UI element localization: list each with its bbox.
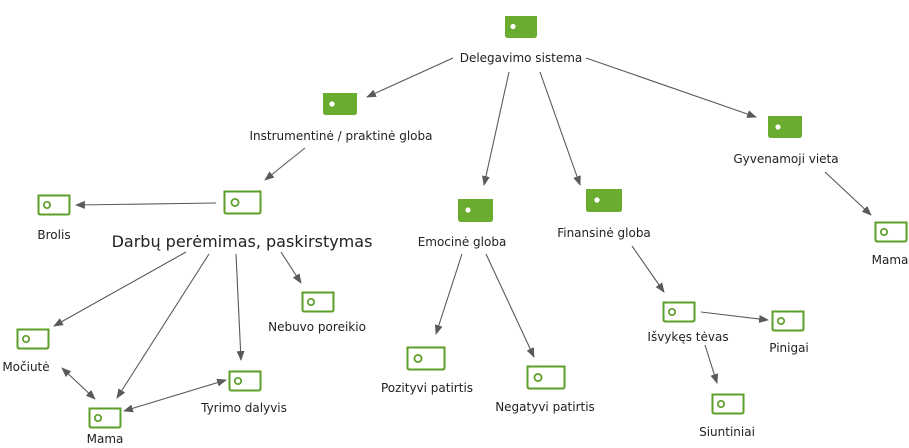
node-label: Mama <box>87 432 124 446</box>
code-dot <box>329 101 335 107</box>
edge-darbu-to-mociute <box>53 251 187 327</box>
code-dot <box>465 207 471 213</box>
node-label: Pinigai <box>769 341 809 355</box>
node-mociute[interactable]: Močiutė <box>2 328 50 375</box>
node-siuntiniai[interactable]: Siuntiniai <box>699 393 755 440</box>
node-instrumentine-globa[interactable]: Instrumentinė / praktinė globa <box>250 93 433 143</box>
outline-code-icon <box>37 194 71 216</box>
edge-isvykes-to-siuntiniai <box>704 344 719 384</box>
code-ring <box>667 307 677 317</box>
node-emocine-globa[interactable]: Emocinė globa <box>418 199 507 249</box>
code-ring <box>879 227 889 237</box>
edge-delegavimo-sistema-to-finansine <box>539 71 581 186</box>
code-dot <box>510 23 516 30</box>
code-ring <box>776 316 786 326</box>
node-label: Pozityvi patirtis <box>381 381 473 395</box>
node-label: Nebuvo poreikio <box>268 320 366 334</box>
filled-code-icon <box>586 189 622 212</box>
node-label: Darbų perėmimas, paskirstymas <box>112 232 373 251</box>
node-label: Instrumentinė / praktinė globa <box>250 129 433 143</box>
outline-code-icon <box>223 190 262 215</box>
node-label: Delegavimo sistema <box>460 51 583 65</box>
outline-code-icon <box>874 221 908 243</box>
edge-emocine-to-negatyvi <box>485 253 535 358</box>
node-label: Tyrimo dalyvis <box>200 401 287 415</box>
edge-instrumentine-to-darbu <box>264 147 306 181</box>
edge-darbu-to-mama-left <box>116 253 210 399</box>
node-label: Išvykęs tėvas <box>647 330 728 344</box>
node-mama-left[interactable]: Mama <box>87 407 124 447</box>
edge-delegavimo-sistema-to-instrumentine <box>366 57 454 98</box>
node-label: Siuntiniai <box>699 425 755 439</box>
code-ring <box>42 200 52 210</box>
code-ring <box>21 334 31 344</box>
edges-layer <box>53 57 872 413</box>
node-label: Brolis <box>37 228 70 242</box>
edge-finansine-to-isvykes <box>631 245 665 293</box>
node-mama-right[interactable]: Mama <box>872 221 909 268</box>
node-negatyvi-patirtis[interactable]: Negatyvi patirtis <box>495 365 595 415</box>
node-label: Močiutė <box>2 360 49 374</box>
node-label: Negatyvi patirtis <box>495 400 595 414</box>
node-label: Mama <box>872 253 909 267</box>
outline-code-icon <box>88 407 122 429</box>
node-gyvenamoji-vieta[interactable]: Gyvenamoji vieta <box>733 116 839 166</box>
node-darbu-paskirstymas[interactable]: Darbų perėmimas, paskirstymas <box>112 190 373 252</box>
outline-code-icon <box>16 328 50 350</box>
edge-darbu-to-nebuvo <box>280 251 302 284</box>
outline-code-icon <box>228 370 262 392</box>
code-ring <box>306 297 316 307</box>
code-ring <box>233 376 243 386</box>
code-dot <box>775 124 781 130</box>
outline-code-icon <box>406 346 446 371</box>
edge-gyvenamoji-to-mama-right <box>824 171 872 216</box>
edge-mociute-to-mama-left <box>61 367 96 400</box>
code-ring <box>230 197 240 207</box>
edge-delegavimo-sistema-to-emocine <box>482 71 510 186</box>
node-label: Gyvenamoji vieta <box>733 152 838 166</box>
filled-code-icon <box>323 93 357 115</box>
edge-delegavimo-sistema-to-gyvenamoji <box>585 57 757 118</box>
outline-code-icon <box>662 301 696 323</box>
code-ring <box>716 399 726 409</box>
code-ring <box>413 353 423 363</box>
filled-code-icon <box>768 116 802 138</box>
node-nebuvo-poreikio[interactable]: Nebuvo poreikio <box>268 291 366 335</box>
edge-mama-left-to-tyrimo <box>123 378 227 413</box>
edge-darbu-to-brolis <box>75 200 217 209</box>
code-ring <box>533 372 543 382</box>
outline-code-icon <box>711 393 745 415</box>
node-brolis[interactable]: Brolis <box>37 194 71 243</box>
node-label: Emocinė globa <box>418 235 507 249</box>
outline-code-icon <box>301 291 335 313</box>
node-label: Finansinė globa <box>557 226 651 240</box>
node-pozityvi-patirtis[interactable]: Pozityvi patirtis <box>381 346 473 396</box>
edge-isvykes-to-pinigai <box>700 311 769 323</box>
node-finansine-globa[interactable]: Finansinė globa <box>557 189 651 240</box>
outline-code-icon <box>771 310 805 332</box>
node-pinigai[interactable]: Pinigai <box>769 310 809 356</box>
edge-darbu-to-tyrimo <box>235 253 245 361</box>
node-delegavimo-sistema[interactable]: Delegavimo sistema <box>460 16 583 65</box>
filled-code-icon <box>458 199 493 222</box>
code-dot <box>594 197 600 203</box>
outline-code-icon <box>526 365 566 390</box>
edge-emocine-to-pozityvi <box>434 253 463 335</box>
code-ring <box>93 413 103 423</box>
node-isvykes-tevas[interactable]: Išvykęs tėvas <box>647 301 729 345</box>
node-tyrimo-dalyvis[interactable]: Tyrimo dalyvis <box>200 370 287 416</box>
filled-code-icon <box>505 16 537 38</box>
